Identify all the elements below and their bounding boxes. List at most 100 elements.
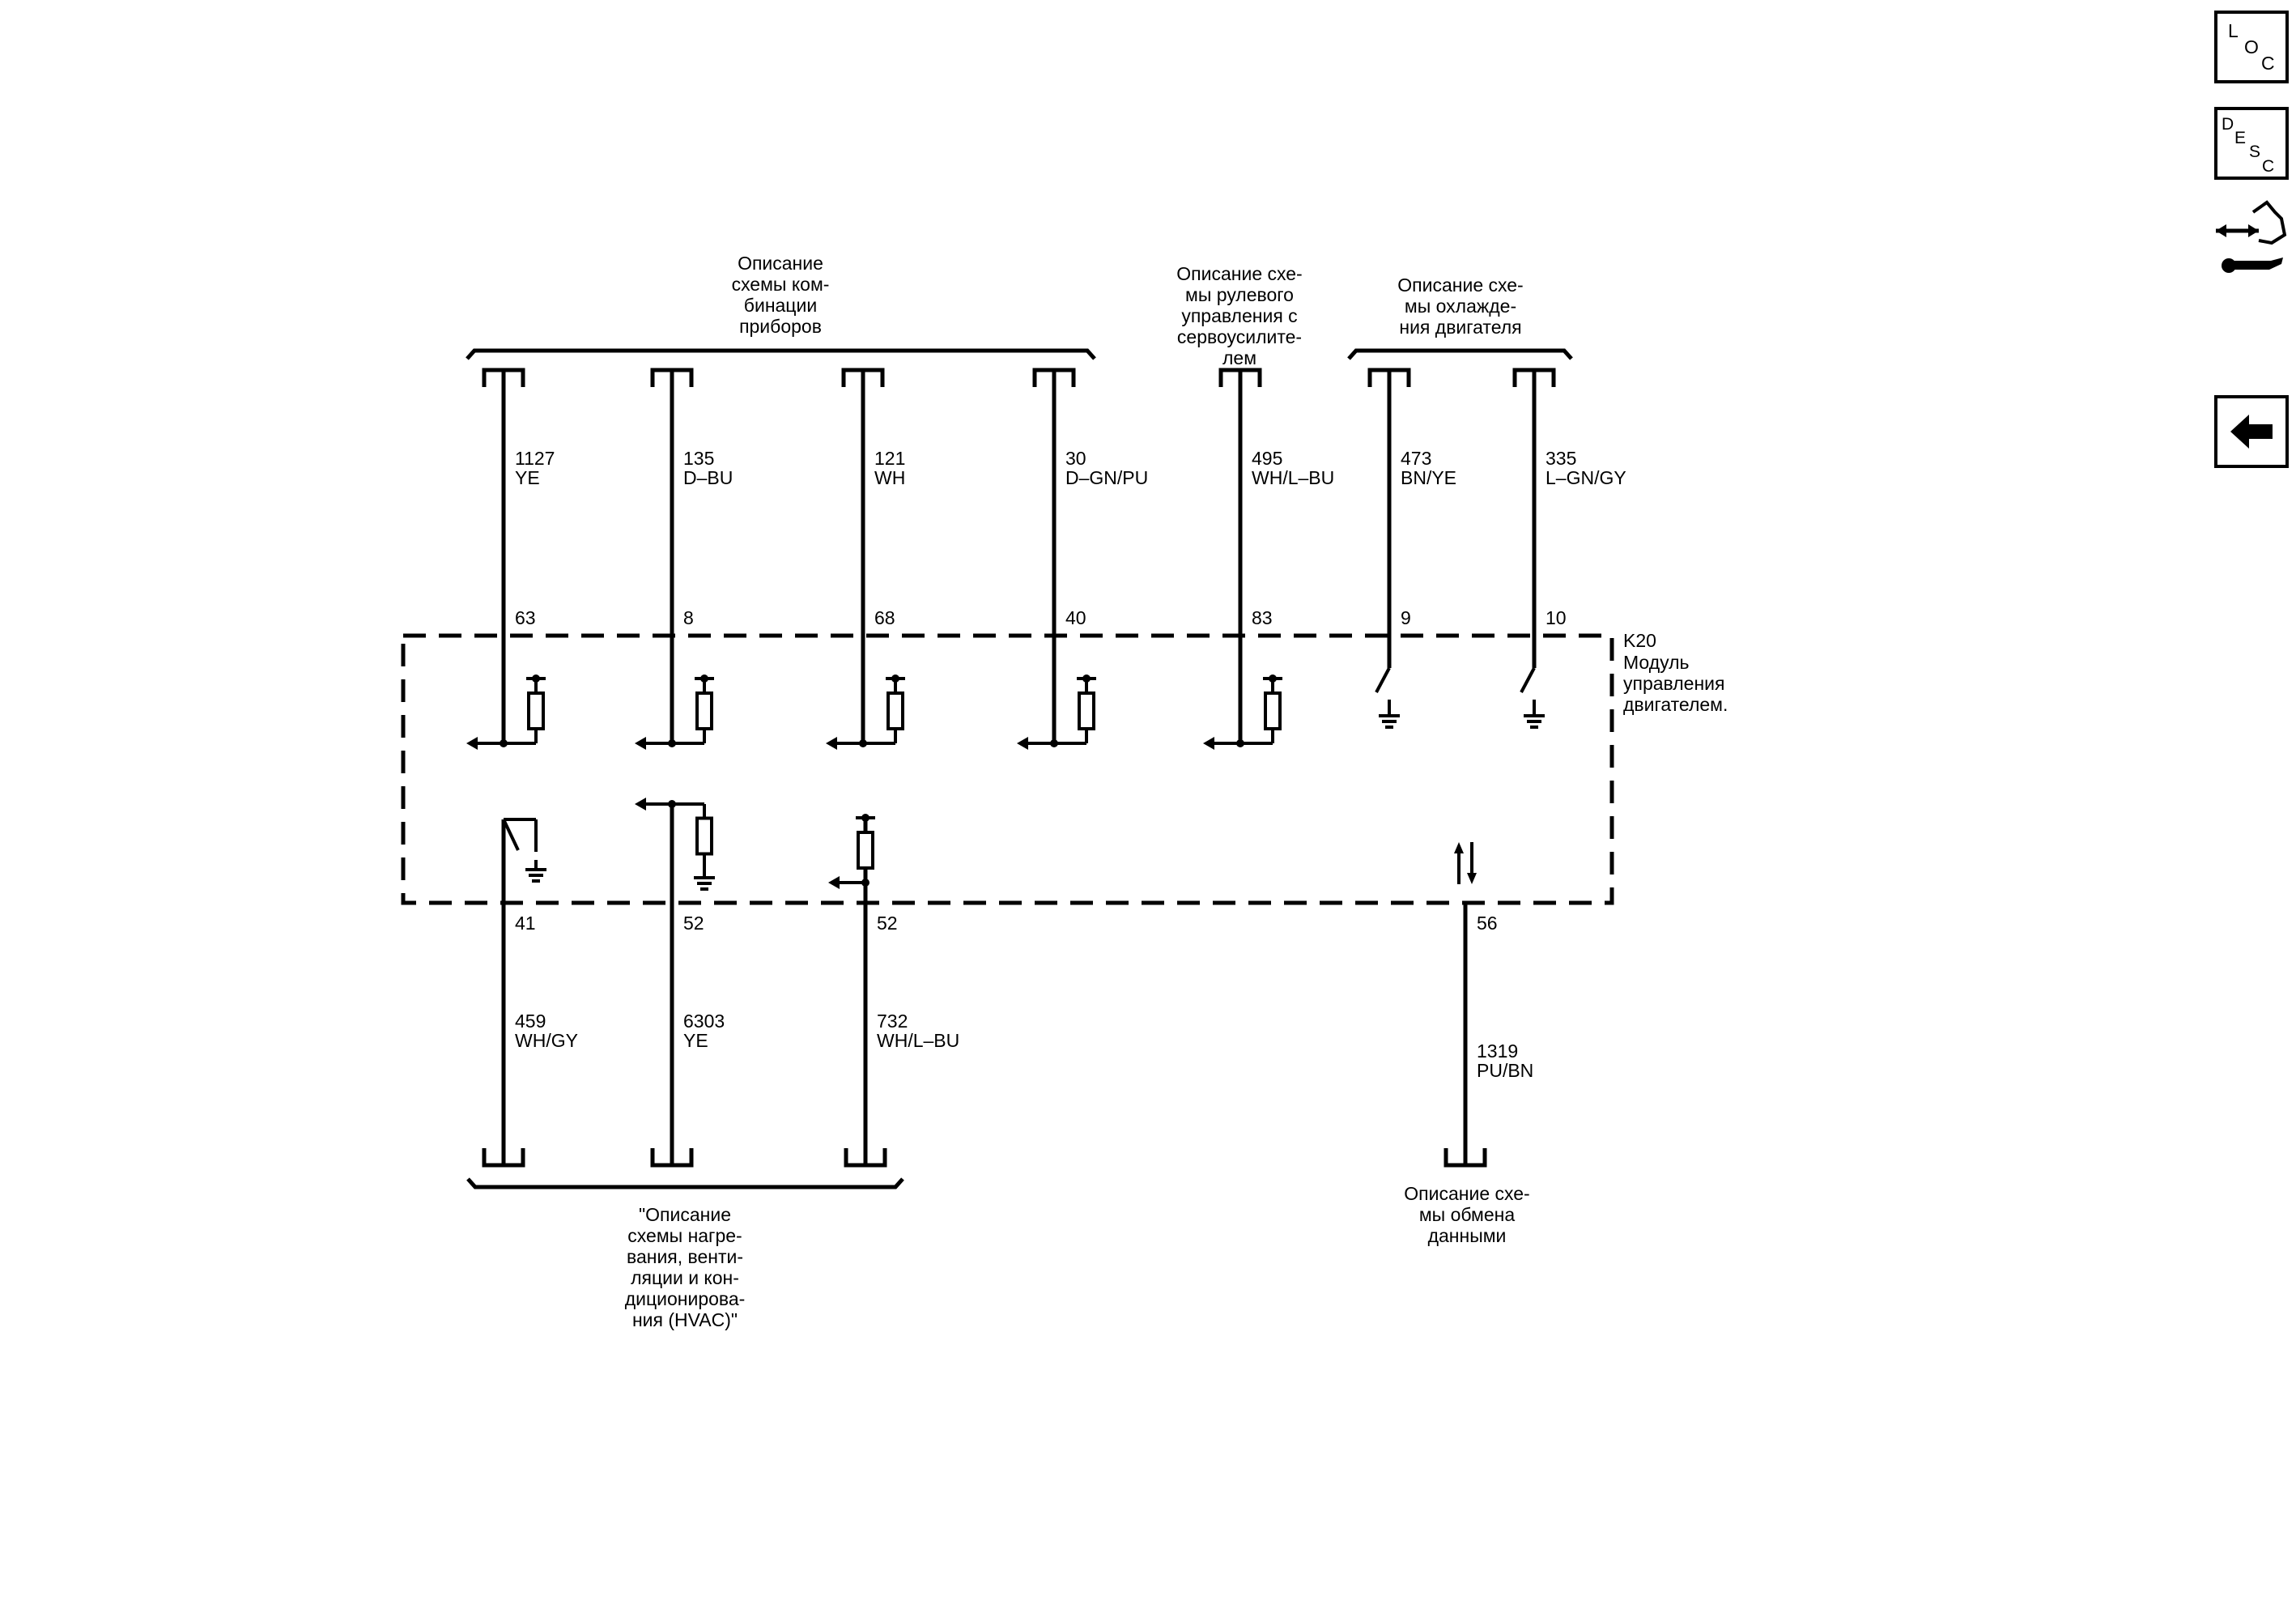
loc-letter: L <box>2228 20 2239 41</box>
resistor <box>887 691 904 730</box>
circuit-number: 495 <box>1252 448 1282 469</box>
top-wires: 1127YE63135D–BU8121WH6830D–GN/PU40495WH/… <box>466 368 1626 750</box>
group-label-line: вания, венти- <box>627 1246 743 1267</box>
wire-color: YE <box>515 467 540 488</box>
junction-dot <box>1236 739 1244 747</box>
switch-contact <box>1520 667 1536 693</box>
signal-arrow <box>466 737 478 750</box>
module-name-line: Модуль <box>1623 652 1690 673</box>
signal-arrow <box>826 737 837 750</box>
group-label-line: Описание схе- <box>1397 274 1523 296</box>
top-connector-groups: Описание схемы ком- бинации приборов Опи… <box>466 253 1573 368</box>
desc-button[interactable]: D E S C <box>2214 107 2289 180</box>
module-boundary <box>401 633 1614 905</box>
wire-color: YE <box>683 1030 708 1051</box>
module-name-line: двигателем. <box>1623 694 1728 715</box>
group-label-line: мы рулевого <box>1185 284 1294 305</box>
bottom-wires: 41459WH/GY526303YE52732WH/L–BU561319PU/B… <box>482 798 1533 1168</box>
group-bracket <box>466 1177 904 1189</box>
group-label-line: диционирова- <box>625 1288 746 1309</box>
group-label-line: схемы ком- <box>732 274 830 295</box>
wire-color: D–GN/PU <box>1065 467 1148 488</box>
group-label-line: ния (HVAC)" <box>632 1309 738 1330</box>
switch-contact <box>1375 667 1391 693</box>
loc-letter: O <box>2244 36 2259 57</box>
pin-number: 52 <box>683 913 704 934</box>
resistor <box>527 691 545 730</box>
group-engine-cooling: Описание схе- мы охлажде- ния двигателя <box>1347 274 1573 360</box>
group-label-line: Описание схе- <box>1176 263 1302 284</box>
group-bracket <box>466 348 1096 360</box>
junction-dot <box>891 674 899 683</box>
group-label-line: лем <box>1222 347 1256 368</box>
pin-number: 68 <box>874 607 895 628</box>
back-button[interactable] <box>2214 395 2289 468</box>
wire-color: PU/BN <box>1477 1060 1533 1081</box>
desc-letter: C <box>2262 157 2274 176</box>
pin-number: 40 <box>1065 607 1086 628</box>
group-instrument-cluster: Описание схемы ком- бинации приборов <box>466 253 1096 360</box>
circuit-number: 732 <box>877 1011 908 1032</box>
wire-color: WH/GY <box>515 1030 578 1051</box>
data-arrow-head <box>1467 873 1477 884</box>
loc-button[interactable]: L O C <box>2214 11 2289 83</box>
pin-number: 9 <box>1401 607 1411 628</box>
wire-color: D–BU <box>683 467 733 488</box>
wire-color: WH <box>874 467 905 488</box>
junction-dot <box>700 674 708 683</box>
group-label-line: данными <box>1428 1225 1507 1246</box>
desc-letter: S <box>2249 143 2260 161</box>
pin-number: 63 <box>515 607 536 628</box>
circuit-number: 459 <box>515 1011 546 1032</box>
group-label-line: приборов <box>739 316 822 337</box>
module-ref: K20 <box>1623 630 1656 651</box>
group-label-line: Описание схе- <box>1404 1183 1529 1204</box>
wire-color: L–GN/GY <box>1546 467 1626 488</box>
sidebar-toolbar: L O C D E S C <box>2214 11 2289 468</box>
pin-number: 83 <box>1252 607 1273 628</box>
group-label-line: схемы нагре- <box>627 1225 742 1246</box>
resistor <box>695 691 713 730</box>
pin-number: 52 <box>877 913 898 934</box>
junction-dot <box>859 739 867 747</box>
data-arrow-head <box>1454 842 1464 853</box>
loc-letter: C <box>2261 53 2275 74</box>
junction-dot <box>1050 739 1058 747</box>
group-serial-data: Описание схе- мы обмена данными <box>1404 1183 1529 1246</box>
pin-number: 41 <box>515 913 536 934</box>
circuit-number: 335 <box>1546 448 1576 469</box>
desc-letter: D <box>2222 115 2234 134</box>
group-label-line: ляции и кон- <box>631 1267 739 1288</box>
desc-letter: E <box>2234 129 2246 147</box>
signal-arrow <box>1203 737 1214 750</box>
signal-arrow <box>635 798 646 811</box>
junction-dot <box>668 739 676 747</box>
resistor <box>1078 691 1095 730</box>
switch-contact <box>502 819 520 851</box>
arrow-left-icon <box>2230 415 2273 449</box>
junction-dot <box>1269 674 1277 683</box>
connector-tool-button[interactable] <box>2216 200 2287 282</box>
group-label-line: Описание <box>738 253 823 274</box>
resistor <box>1264 691 1282 730</box>
group-hvac: "Описание схемы нагре- вания, венти- ляц… <box>466 1177 904 1330</box>
signal-arrow <box>828 876 840 889</box>
circuit-number: 1127 <box>515 448 555 469</box>
module-name-line: управления <box>1623 673 1724 694</box>
wire-color: BN/YE <box>1401 467 1456 488</box>
resistor <box>695 816 713 856</box>
pin-number: 8 <box>683 607 694 628</box>
circuit-number: 121 <box>874 448 905 469</box>
pin-number: 10 <box>1546 607 1567 628</box>
signal-arrow <box>635 737 646 750</box>
group-label-line: "Описание <box>639 1204 731 1225</box>
